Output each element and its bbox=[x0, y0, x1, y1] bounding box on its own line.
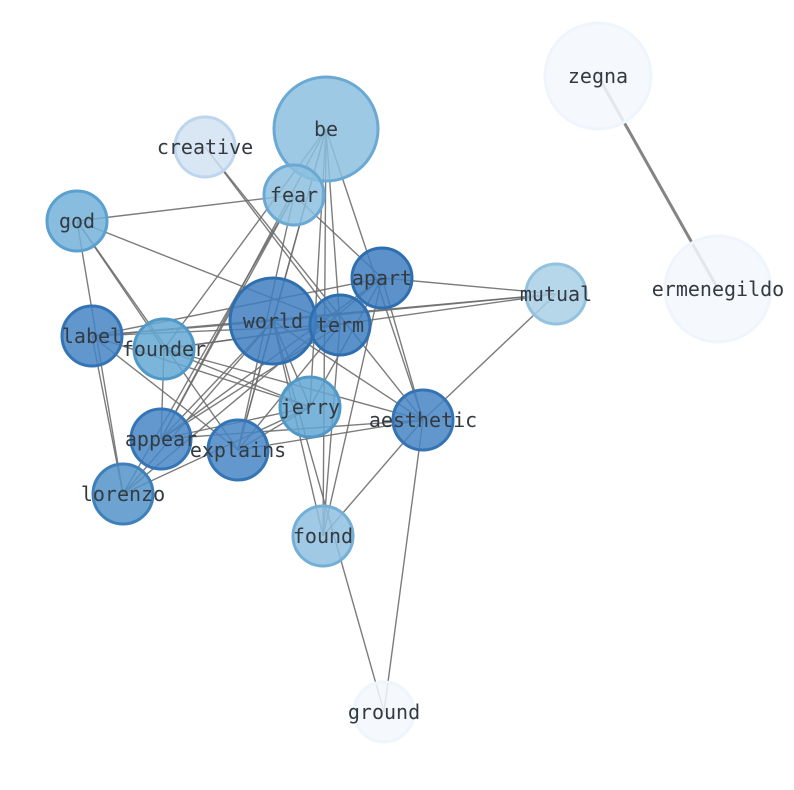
node-label-ermenegildo: ermenegildo bbox=[652, 277, 784, 301]
node-label-term: term bbox=[316, 313, 364, 337]
node-label-founder: founder bbox=[122, 337, 206, 361]
node-label-apart: apart bbox=[352, 266, 412, 290]
node-label-be: be bbox=[314, 117, 338, 141]
node-creative[interactable] bbox=[173, 115, 237, 179]
node-label-god: god bbox=[59, 209, 95, 233]
node-layer bbox=[45, 21, 773, 744]
edge-fear-god bbox=[76, 194, 295, 222]
node-lorenzo[interactable] bbox=[91, 462, 155, 526]
node-founder[interactable] bbox=[132, 317, 196, 381]
node-mutual[interactable] bbox=[524, 262, 588, 326]
node-label-appear: appear bbox=[125, 427, 197, 451]
node-label-world: world bbox=[243, 309, 303, 333]
node-label-mutual: mutual bbox=[520, 282, 592, 306]
node-aesthetic[interactable] bbox=[391, 388, 455, 452]
node-label-found: found bbox=[293, 524, 353, 548]
edge-layer bbox=[76, 75, 720, 713]
node-jerry[interactable] bbox=[278, 375, 342, 439]
node-label-aesthetic: aesthetic bbox=[369, 408, 477, 432]
node-ermenegildo[interactable] bbox=[663, 234, 773, 344]
node-label-label: label bbox=[62, 324, 122, 348]
edge-term-found bbox=[322, 324, 341, 537]
node-label-fear: fear bbox=[270, 183, 318, 207]
node-label[interactable] bbox=[60, 304, 124, 368]
node-term[interactable] bbox=[308, 293, 372, 357]
edge-aesthetic-ground bbox=[383, 419, 424, 713]
label-layer: be zegna creative fear god apart mutual ermeneg… bbox=[59, 64, 784, 724]
node-appear[interactable] bbox=[129, 407, 193, 471]
edge-creative-term bbox=[204, 146, 341, 326]
node-zegna[interactable] bbox=[543, 21, 653, 131]
node-ground[interactable] bbox=[352, 680, 416, 744]
node-label-ground: ground bbox=[348, 700, 420, 724]
node-fear[interactable] bbox=[262, 163, 326, 227]
edge-creative-aesthetic bbox=[204, 146, 424, 421]
edge-label-jerry bbox=[91, 335, 311, 408]
node-apart[interactable] bbox=[350, 246, 414, 310]
node-god[interactable] bbox=[45, 189, 109, 253]
edge-fear-appear bbox=[160, 194, 295, 440]
node-label-explains: explains bbox=[190, 438, 286, 462]
node-be[interactable] bbox=[272, 75, 380, 183]
node-found[interactable] bbox=[291, 504, 355, 568]
node-label-lorenzo: lorenzo bbox=[81, 482, 165, 506]
node-label-zegna: zegna bbox=[568, 64, 628, 88]
node-explains[interactable] bbox=[206, 418, 270, 482]
node-label-jerry: jerry bbox=[280, 395, 340, 419]
edge-apart-found bbox=[322, 277, 383, 537]
node-label-creative: creative bbox=[157, 135, 253, 159]
